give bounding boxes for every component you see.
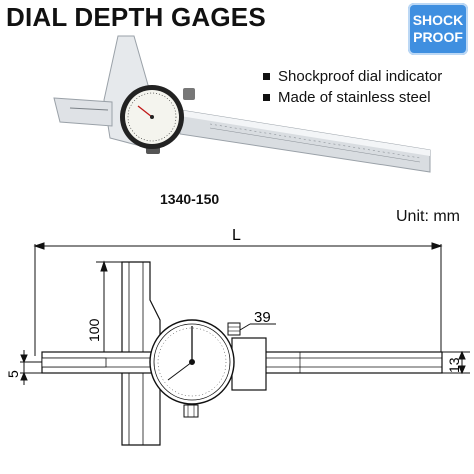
height-label: 100 <box>86 318 102 342</box>
page-title: DIAL DEPTH GAGES <box>6 2 266 32</box>
dimension-offset <box>20 350 42 385</box>
feature-list: Shockproof dial indicator Made of stainl… <box>262 66 442 108</box>
badge-line-1: SHOCK <box>412 12 464 28</box>
dimension-length <box>33 242 443 356</box>
feature-item: Shockproof dial indicator <box>262 66 442 87</box>
photo-dial <box>120 85 195 154</box>
badge-line-2: PROOF <box>413 29 463 45</box>
offset-label: 5 <box>5 370 21 378</box>
shockproof-badge: SHOCK PROOF <box>408 3 468 55</box>
model-number: 1340-150 <box>160 191 220 207</box>
feature-item: Made of stainless steel <box>262 87 442 108</box>
dimension-dial <box>239 323 276 331</box>
drawing-dial <box>149 319 267 418</box>
dial-label: 39 <box>254 309 271 326</box>
length-label: L <box>232 227 241 244</box>
dimension-rod <box>442 350 470 375</box>
rod-label: 13 <box>446 357 462 373</box>
unit-label: Unit: mm <box>396 208 460 225</box>
